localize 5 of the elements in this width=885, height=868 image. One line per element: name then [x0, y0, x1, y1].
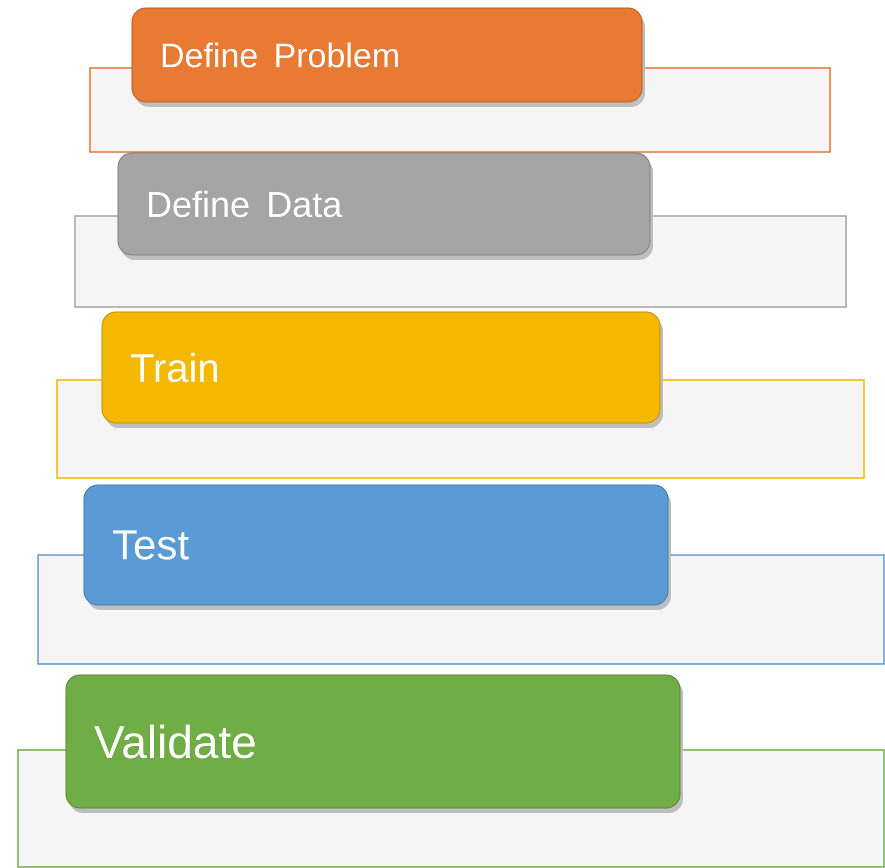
step-box: Test — [84, 484, 668, 606]
step-box: Define Problem — [132, 8, 642, 102]
step-box: Validate — [66, 674, 680, 808]
step-box: Train — [102, 312, 660, 424]
step-box: Define Data — [118, 152, 650, 256]
